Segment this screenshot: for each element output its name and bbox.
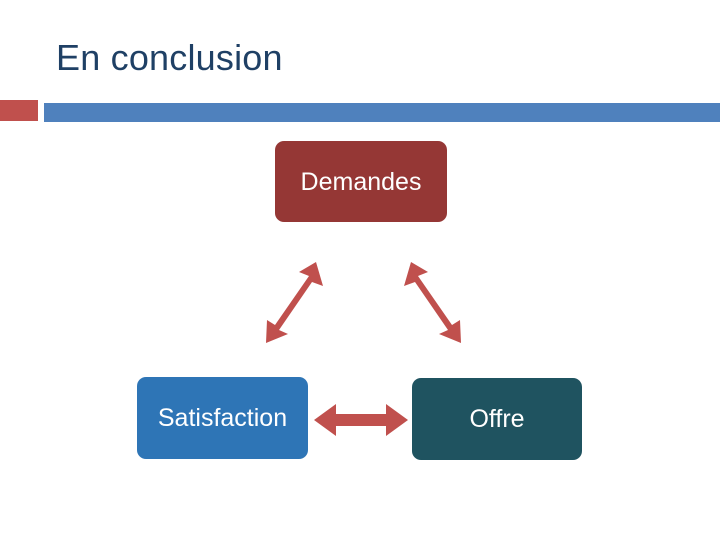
diagram-node-offre-label: Offre bbox=[469, 405, 525, 433]
diagram-node-satisfaction-label: Satisfaction bbox=[157, 404, 288, 432]
diagram-node-satisfaction[interactable]: Satisfaction bbox=[137, 377, 308, 459]
diagram-node-offre[interactable]: Offre bbox=[412, 378, 582, 460]
diagram-node-demandes-label: Demandes bbox=[300, 167, 422, 196]
double-arrow-icon-demandes-satisfaction bbox=[266, 262, 323, 343]
double-arrow-icon-demandes-offre bbox=[404, 262, 461, 343]
title-rule-blue-bar bbox=[44, 103, 720, 122]
diagram-node-demandes[interactable]: Demandes bbox=[275, 141, 447, 222]
double-arrow-icon-satisfaction-offre bbox=[314, 404, 408, 436]
title-rule-red-block bbox=[0, 100, 38, 121]
page-title: En conclusion bbox=[56, 37, 283, 78]
